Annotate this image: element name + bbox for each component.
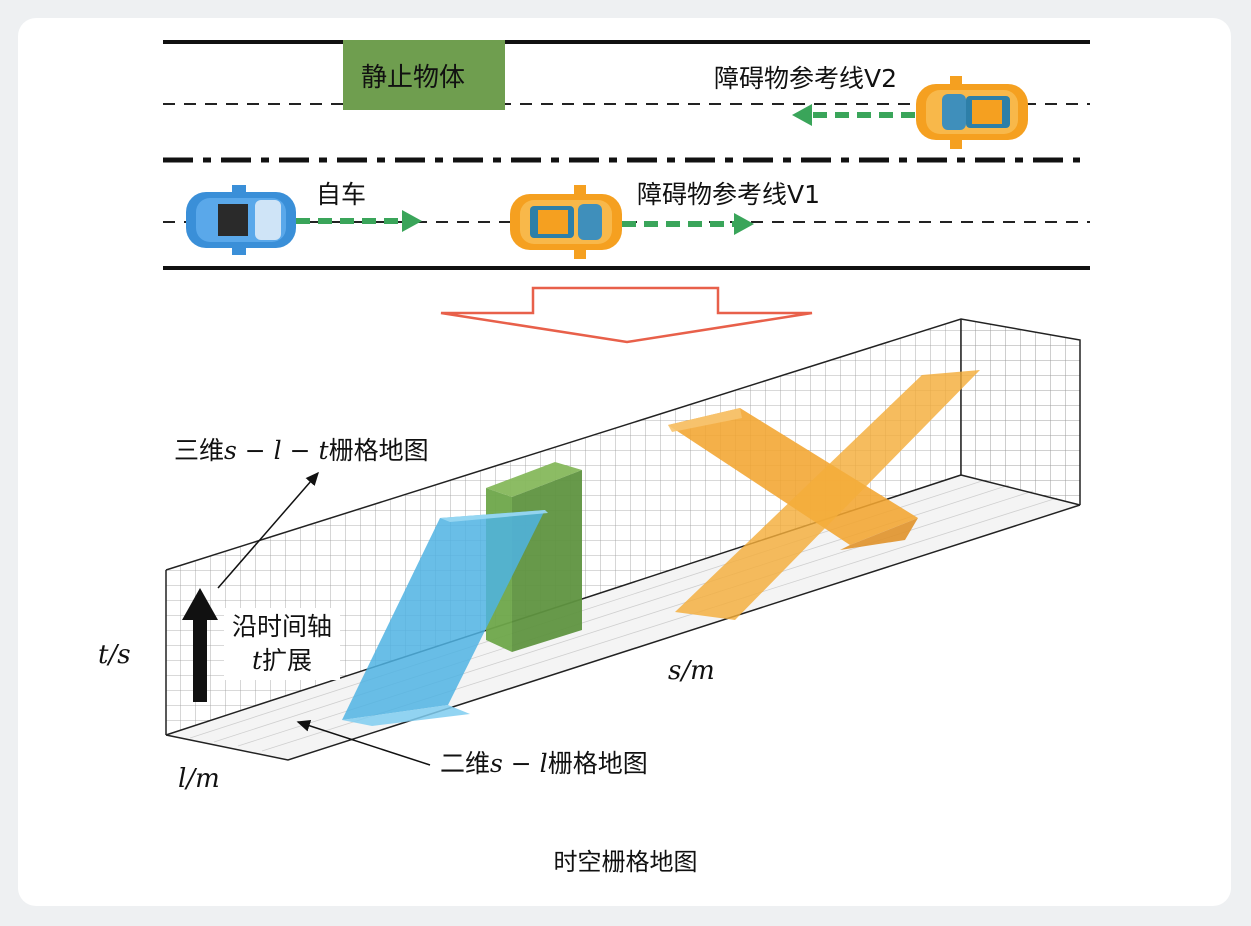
grid-2d-label: 二维s − l栅格地图 <box>440 744 648 780</box>
time-extension-text: 扩展 <box>262 646 313 675</box>
ego-car-label: 自车 <box>316 180 367 209</box>
ego-car-icon <box>186 185 296 255</box>
obstacle-v2-label: 障碍物参考线V2 <box>714 64 898 93</box>
axis-s-label: s/m <box>668 656 715 686</box>
obstacle-v2-path-arrowhead <box>792 104 812 126</box>
grid-2d-label-suffix: 栅格地图 <box>547 749 648 778</box>
leader-2d-grid <box>296 720 431 766</box>
time-extension-label: 沿时间轴 t扩展 <box>224 608 341 680</box>
axis-t-label: t/s <box>98 640 131 670</box>
time-extension-line1: 沿时间轴 <box>232 612 333 641</box>
grid-3d-label-suffix: 栅格地图 <box>328 436 429 465</box>
time-extension-shaft <box>193 618 207 702</box>
grid-3d-label-math: s − l − t <box>224 436 329 465</box>
axis-l-label: l/m <box>178 764 220 794</box>
grid-box-3d <box>165 318 1081 761</box>
obstacle-vehicle-volume <box>668 370 980 620</box>
obstacle-v1-label: 障碍物参考线V1 <box>637 180 821 209</box>
grid-3d-label-prefix: 三维 <box>174 436 225 465</box>
ego-vehicle-volume <box>342 510 548 726</box>
grid-2d-label-prefix: 二维 <box>440 749 491 778</box>
obstacle-car-v1-icon <box>510 185 622 259</box>
ego-path-arrowhead <box>402 210 422 232</box>
time-extension-line2: t扩展 <box>232 644 332 678</box>
grid-end-wall <box>961 319 1080 505</box>
obstacle-v1-path-arrowhead <box>734 213 754 235</box>
grid-2d-label-math: s − l <box>490 749 548 778</box>
figure-caption: 时空栅格地图 <box>553 848 698 876</box>
obstacle-car-v2-icon <box>916 76 1028 149</box>
static-object-box <box>343 40 505 110</box>
leader-3d-grid <box>217 471 319 589</box>
time-extension-math: t <box>251 646 263 675</box>
static-object-label: 静止物体 <box>361 63 466 93</box>
grid-3d-label: 三维s − l − t栅格地图 <box>170 429 433 469</box>
time-extension-arrowhead <box>182 588 218 620</box>
road-scene <box>163 40 1090 270</box>
transform-arrow <box>440 286 813 344</box>
